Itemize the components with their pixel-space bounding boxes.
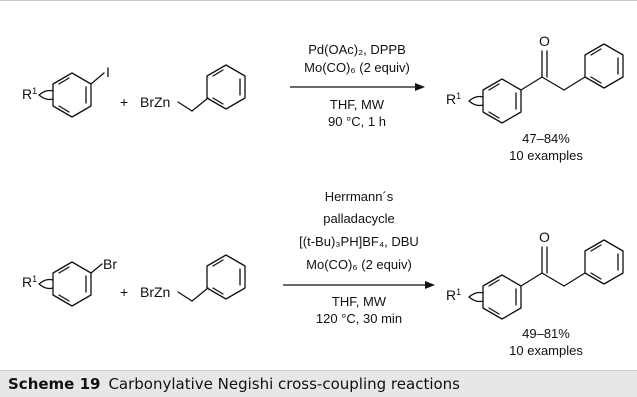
conditions-2-line-5: THF, MW	[332, 294, 387, 309]
conditions-1-line-4: 90 °C, 1 h	[328, 114, 386, 129]
benzylzinc-structure-2	[177, 254, 246, 302]
yield-2: 49–81%	[522, 326, 570, 341]
caption-body: Carbonylative Negishi cross-coupling rea…	[108, 375, 460, 393]
conditions-2-line-2: palladacycle	[323, 211, 395, 226]
product-1-r1-label: R1	[446, 91, 461, 107]
scheme-figure: R1 I + BrZn Pd(OAc)₂, DPPB Mo(CO)₆ (2 eq…	[0, 0, 637, 358]
reaction-2: R1 Br + BrZn Herrmann´s palladacycle [(t…	[22, 189, 624, 358]
scheme-svg: R1 I + BrZn Pd(OAc)₂, DPPB Mo(CO)₆ (2 eq…	[22, 33, 624, 358]
conditions-1-line-2: Mo(CO)₆ (2 equiv)	[304, 60, 410, 75]
r1-label: R1	[22, 86, 37, 102]
ketone-product-2	[468, 239, 624, 320]
reaction-arrow-1	[290, 83, 425, 91]
r1-label-2: R1	[22, 274, 37, 290]
carbonyl-oxygen-1: O	[539, 33, 550, 49]
benzylzinc-label-2: BrZn	[140, 284, 170, 300]
conditions-1-line-1: Pd(OAc)₂, DPPB	[308, 42, 406, 57]
iodo-label: I	[106, 64, 110, 80]
conditions-2-line-3: [(t-Bu)₃PH]BF₄, DBU	[299, 234, 419, 249]
plus-sign-2: +	[120, 284, 128, 300]
conditions-2-line-6: 120 °C, 30 min	[316, 311, 402, 326]
bromo-label: Br	[103, 256, 117, 272]
examples-2: 10 examples	[509, 343, 583, 358]
benzylzinc-structure	[177, 64, 246, 112]
product-2-r1-label: R1	[446, 287, 461, 303]
aryl-bromide-ring	[38, 261, 103, 307]
conditions-2-line-4: Mo(CO)₆ (2 equiv)	[306, 257, 412, 272]
ketone-product-1	[468, 43, 624, 124]
examples-1: 10 examples	[509, 148, 583, 163]
carbonyl-oxygen-2: O	[539, 229, 550, 245]
caption-text-wrapper: Scheme 19 Carbonylative Negishi cross-cou…	[8, 375, 460, 393]
yield-1: 47–84%	[522, 131, 570, 146]
reaction-arrow-2	[283, 281, 435, 289]
scheme-caption: Scheme 19 Carbonylative Negishi cross-cou…	[0, 370, 637, 397]
reaction-1: R1 I + BrZn Pd(OAc)₂, DPPB Mo(CO)₆ (2 eq…	[22, 33, 624, 163]
conditions-2-line-1: Herrmann´s	[325, 189, 394, 204]
plus-sign: +	[120, 94, 128, 110]
caption-label: Scheme 19	[8, 375, 101, 393]
aryl-iodide-ring	[38, 72, 105, 118]
conditions-1-line-3: THF, MW	[330, 97, 385, 112]
benzylzinc-label: BrZn	[140, 94, 170, 110]
